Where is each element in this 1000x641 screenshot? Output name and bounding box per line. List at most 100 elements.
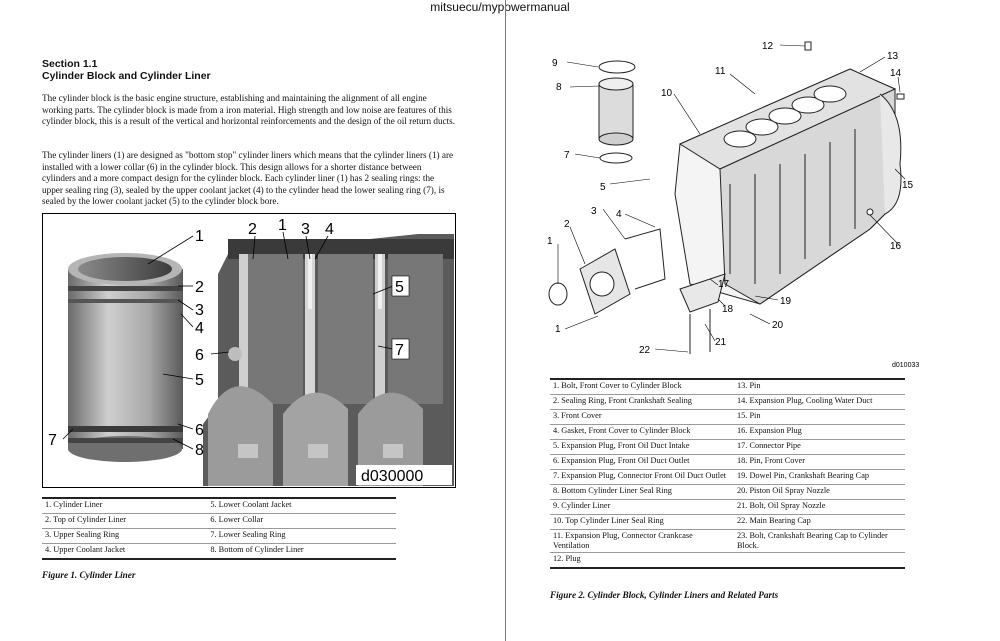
fig1-callout-2b: 2 (248, 221, 257, 238)
figure-cylinder-block: 9 8 7 10 11 12 13 14 15 16 5 3 4 2 1 1 1… (540, 34, 920, 374)
legend-cell: 4. Upper Coolant Jacket (42, 543, 208, 560)
legend-cell: 22. Main Bearing Cap (734, 514, 905, 530)
fig2-callout-12: 11 (715, 66, 726, 77)
fig2-callout-22: 21 (715, 337, 727, 348)
legend-cell: 8. Bottom Cylinder Liner Seal Ring (550, 484, 734, 500)
fig2-callout-2: 1 (547, 236, 553, 247)
fig1-callout-4b: 4 (325, 221, 334, 238)
fig1-callout-1: 1 (195, 228, 204, 245)
fig2-callout-14: 13 (887, 51, 899, 62)
header-url: mitsuecu/mypowermanual (430, 0, 570, 14)
legend-cell: 9. Cylinder Liner (550, 499, 734, 515)
legend-cell: 17. Connector Pipe (734, 439, 905, 455)
table-row: 5. Expansion Plug, Front Oil Duct Intake… (550, 439, 905, 455)
fig1-callout-2: 2 (195, 279, 204, 296)
fig2-callout-15: 14 (890, 68, 902, 79)
fig2-callout-5: 4 (616, 209, 622, 220)
page-divider (505, 0, 506, 641)
fig2-callout-17: 16 (890, 241, 902, 252)
figure1-caption: Figure 1. Cylinder Liner (42, 570, 136, 580)
table-row: 4. Gasket, Front Cover to Cylinder Block… (550, 424, 905, 440)
legend-cell: 23. Bolt, Crankshaft Bearing Cap to Cyli… (734, 529, 905, 553)
legend-cell: 6. Expansion Plug, Front Oil Duct Outlet (550, 454, 734, 470)
fig2-callout-9: 8 (556, 82, 562, 93)
legend-cell: 2. Sealing Ring, Front Crankshaft Sealin… (550, 394, 734, 410)
fig2-callout-10: 9 (552, 58, 558, 69)
legend-cell: 4. Gasket, Front Cover to Cylinder Block (550, 424, 734, 440)
fig2-callout-11: 10 (661, 88, 673, 99)
paragraph-liners: The cylinder liners (1) are designed as … (42, 150, 454, 206)
section-number: Section 1.1 (42, 58, 98, 70)
fig1-callout-6b: 6 (195, 347, 204, 364)
legend-cell: 18. Pin, Front Cover (734, 454, 905, 470)
fig2-callout-19: 18 (722, 304, 734, 315)
legend-cell: 10. Top Cylinder Liner Seal Ring (550, 514, 734, 530)
block-drawing (548, 41, 905, 354)
legend-cell: 6. Lower Collar (207, 513, 396, 529)
legend-cell: 3. Front Cover (550, 409, 734, 425)
fig1-callout-1b: 1 (278, 217, 287, 234)
table-row: 11. Expansion Plug, Connector Crankcase … (550, 529, 905, 553)
fig2-callout-20: 19 (780, 296, 792, 307)
cylinder-liner-part (68, 253, 183, 462)
callout-lines (62, 231, 394, 450)
fig2-code: d010033 (892, 362, 919, 369)
legend-cell: 7. Expansion Plug, Connector Front Oil D… (550, 469, 734, 485)
fig1-callout-5: 5 (195, 372, 204, 389)
legend-cell: 8. Bottom of Cylinder Liner (207, 543, 396, 560)
table-row: 6. Expansion Plug, Front Oil Duct Outlet… (550, 454, 905, 470)
legend-cell: 14. Expansion Plug, Cooling Water Duct (734, 394, 905, 410)
cylinder-block-exploded-view: 9 8 7 10 11 12 13 14 15 16 5 3 4 2 1 1 1… (547, 41, 919, 369)
fig1-callout-7: 7 (48, 432, 57, 449)
fig2-callout-3: 2 (564, 219, 570, 230)
section-title: Cylinder Block and Cylinder Liner (42, 70, 211, 82)
table-row: 12. Plug (550, 552, 905, 569)
legend-cell: 1. Bolt, Front Cover to Cylinder Block (550, 378, 734, 395)
legend-cell: 19. Dowel Pin, Crankshaft Bearing Cap (734, 469, 905, 485)
fig1-callout-7b: 7 (395, 342, 404, 359)
fig2-callout-21: 20 (772, 320, 784, 331)
fig2-callout-18: 17 (718, 279, 730, 290)
legend-cell: 3. Upper Sealing Ring (42, 528, 208, 544)
fig1-callout-3b: 3 (301, 221, 310, 238)
paragraph-intro: The cylinder block is the basic engine s… (42, 93, 456, 126)
fig2-callout-4: 3 (591, 206, 597, 217)
table-row: 7. Expansion Plug, Connector Front Oil D… (550, 469, 905, 485)
legend-cell: 11. Expansion Plug, Connector Crankcase … (550, 529, 734, 553)
legend-cell: 7. Lower Sealing Ring (207, 528, 396, 544)
fig2-callout-lines (557, 44, 906, 353)
fig1-callout-6: 6 (195, 422, 204, 439)
fig1-code: d030000 (361, 468, 423, 485)
legend-cell (734, 552, 905, 569)
legend-cell: 5. Lower Coolant Jacket (207, 497, 396, 514)
figure-cylinder-liner: 1 2 3 4 5 6 8 7 2 1 3 4 5 6 7 d030000 (42, 213, 456, 488)
figure2-caption: Figure 2. Cylinder Block, Cylinder Liner… (550, 590, 779, 600)
fig2-callout-8: 7 (564, 150, 570, 161)
fig2-callout-13: 12 (762, 41, 774, 52)
legend-cell: 1. Cylinder Liner (42, 497, 208, 514)
legend-cell: 16. Expansion Plug (734, 424, 905, 440)
table-row: 2. Sealing Ring, Front Crankshaft Sealin… (550, 394, 905, 410)
fig2-callout-7: 5 (600, 182, 606, 193)
block-cutaway (203, 234, 454, 486)
legend-cell: 21. Bolt, Oil Spray Nozzle (734, 499, 905, 515)
cylinder-liner-illustration: 1 2 3 4 5 6 8 7 2 1 3 4 5 6 7 d030000 (48, 217, 454, 486)
fig2-callout-23: 22 (639, 345, 651, 356)
legend-cell: 12. Plug (550, 552, 734, 569)
fig2-callout-16: 15 (902, 180, 914, 191)
fig1-callout-8: 8 (195, 442, 204, 459)
legend-cell: 20. Piston Oil Spray Nozzle (734, 484, 905, 500)
fig1-callout-3: 3 (195, 302, 204, 319)
legend-cell: 13. Pin (734, 378, 905, 395)
legend-cell: 15. Pin (734, 409, 905, 425)
